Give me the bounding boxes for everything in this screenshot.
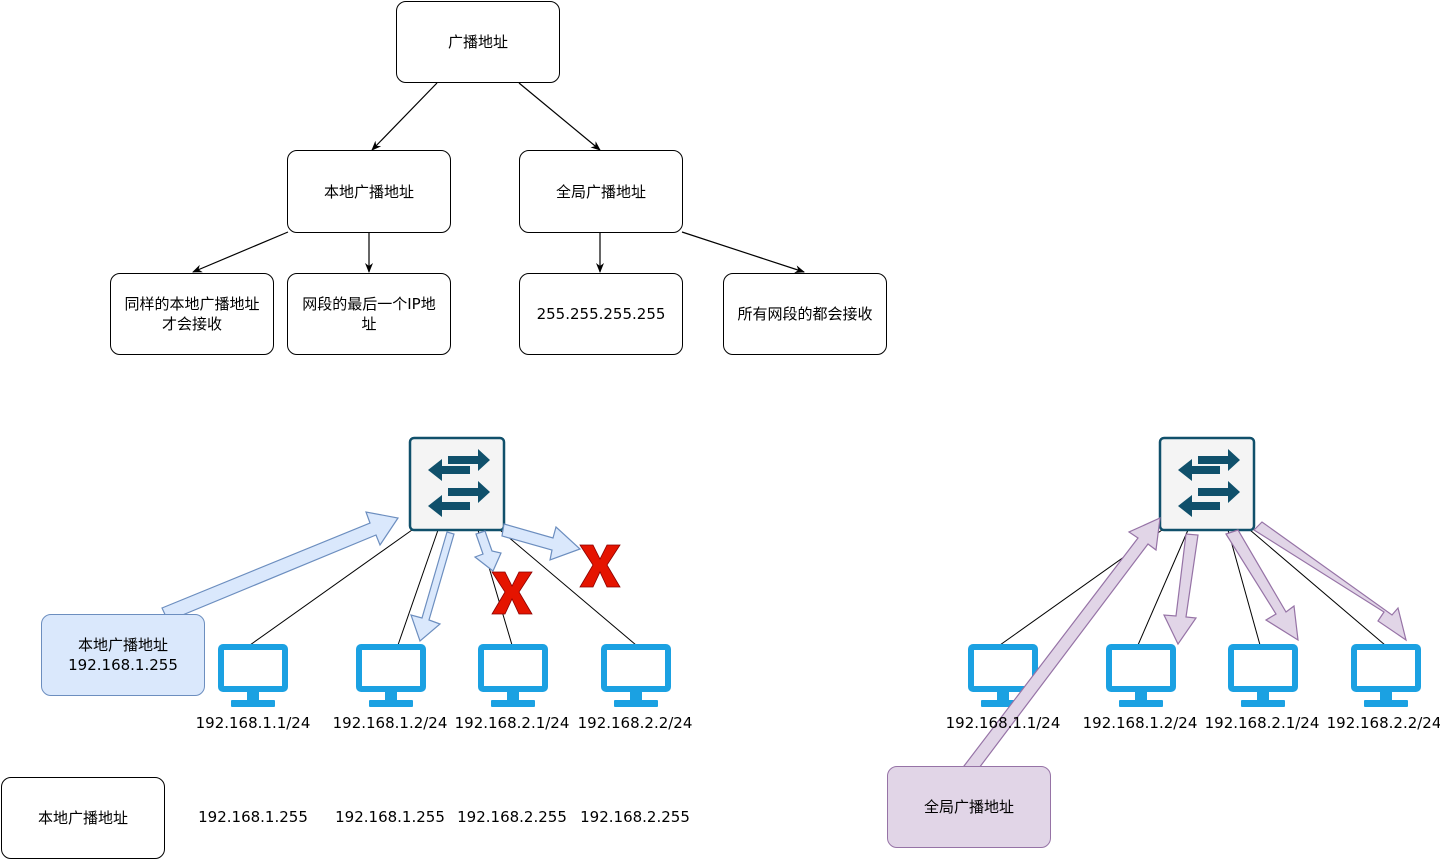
broadcast-address-label: 192.168.2.255	[457, 808, 567, 826]
monitor-icon	[221, 647, 285, 707]
local-broadcast-box: 本地广播地址	[287, 150, 451, 233]
host-ip-label: 192.168.2.2/24	[1326, 714, 1440, 732]
edge-local-same	[192, 231, 289, 273]
blocked-x-icon	[579, 544, 621, 588]
global-broadcast-box: 全局广播地址	[519, 150, 683, 233]
root-broadcast-box: 广播地址	[396, 1, 560, 83]
arrow-switch-to-host3-right	[1225, 529, 1299, 642]
host-ip-label: 192.168.1.2/24	[1082, 714, 1198, 732]
monitor-icon	[481, 647, 545, 707]
broadcast-address-label: 192.168.2.255	[580, 808, 690, 826]
monitor-icon	[1109, 647, 1173, 707]
blocked-x-icon	[491, 571, 533, 615]
local-same-address-box: 同样的本地广播地址 才会接收	[110, 273, 274, 355]
link-switch-host4-right	[1249, 529, 1386, 646]
edge-root-global	[518, 82, 601, 151]
arrow-switch-to-host4-blocked	[501, 523, 582, 561]
host-ip-label: 192.168.2.1/24	[1204, 714, 1320, 732]
switch-icon	[408, 436, 506, 532]
edge-global-all	[681, 231, 805, 273]
link-switch-host3-right	[1227, 529, 1261, 646]
host-ip-label: 192.168.1.1/24	[945, 714, 1061, 732]
host-ip-label: 192.168.1.2/24	[332, 714, 448, 732]
edge-root-local	[371, 82, 438, 151]
host-ip-label: 192.168.1.1/24	[195, 714, 311, 732]
local-broadcast-callout: 本地广播地址 192.168.1.255	[41, 614, 205, 696]
broadcast-address-label: 192.168.1.255	[335, 808, 445, 826]
switch-icon	[1158, 436, 1256, 532]
arrow-switch-to-host2	[410, 531, 455, 643]
right-broadcast-arrows	[963, 517, 1407, 773]
local-broadcast-row-label: 本地广播地址	[1, 777, 165, 859]
arrow-switch-to-host4-right	[1253, 521, 1407, 642]
arrow-callout-to-switch-right	[963, 517, 1161, 773]
arrow-switch-to-host3-blocked	[473, 530, 502, 572]
global-broadcast-callout: 全局广播地址	[887, 766, 1051, 848]
link-switch-host2	[397, 529, 439, 646]
local-last-ip-box: 网段的最后一个IP地 址	[287, 273, 451, 355]
monitor-icon	[1231, 647, 1295, 707]
monitor-icon	[604, 647, 668, 707]
host-ip-label: 192.168.2.1/24	[454, 714, 570, 732]
arrow-switch-to-host2-right	[1163, 533, 1199, 646]
left-broadcast-arrows	[161, 511, 582, 643]
arrow-callout-to-switch	[161, 511, 400, 622]
link-switch-host1	[249, 529, 413, 646]
left-links	[249, 529, 637, 646]
monitor-icon	[359, 647, 423, 707]
tree-connectors	[192, 82, 805, 273]
global-all-segments-box: 所有网段的都会接收	[723, 273, 887, 355]
host-ip-label: 192.168.2.2/24	[577, 714, 693, 732]
monitor-icon	[1354, 647, 1418, 707]
broadcast-address-label: 192.168.1.255	[198, 808, 308, 826]
link-switch-host4	[499, 529, 637, 646]
global-address-box: 255.255.255.255	[519, 273, 683, 355]
link-switch-host2-right	[1137, 529, 1189, 646]
